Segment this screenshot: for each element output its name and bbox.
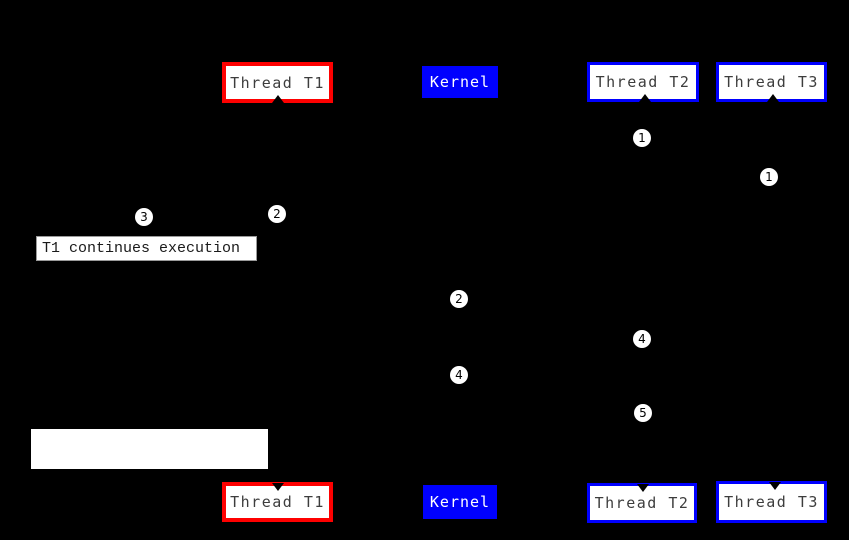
step-marker-2: 2 (268, 205, 286, 223)
box-thread-t2-top-label: Thread T2 (595, 73, 691, 91)
arrowhead-icon (637, 484, 649, 492)
box-kernel-top: Kernel (422, 66, 498, 98)
arrowhead-icon (272, 483, 284, 491)
step-marker-4: 4 (633, 330, 651, 348)
box-kernel-bottom-label: Kernel (429, 493, 491, 511)
box-thread-t1-top-label: Thread T1 (230, 73, 325, 92)
arrowhead-icon (272, 95, 284, 103)
step-marker-2b: 2 (450, 290, 468, 308)
step-marker-4b: 4 (450, 366, 468, 384)
t1-continues-label: T1 continues execution (36, 236, 257, 261)
step-marker-3: 3 (135, 208, 153, 226)
box-thread-t3-top-label: Thread T3 (724, 73, 819, 91)
step-marker-1b: 1 (760, 168, 778, 186)
box-kernel-top-label: Kernel (429, 73, 491, 91)
step-marker-5: 5 (634, 404, 652, 422)
box-thread-t3-bottom-label: Thread T3 (724, 493, 819, 511)
arrowhead-icon (769, 482, 781, 490)
box-thread-t1-bottom-label: Thread T1 (230, 493, 325, 511)
arrowhead-icon (767, 94, 779, 102)
box-kernel-bottom: Kernel (423, 485, 497, 519)
blank-label-box (31, 429, 268, 469)
arrowhead-icon (639, 94, 651, 102)
box-thread-t2-bottom-label: Thread T2 (594, 494, 690, 512)
step-marker-1: 1 (633, 129, 651, 147)
